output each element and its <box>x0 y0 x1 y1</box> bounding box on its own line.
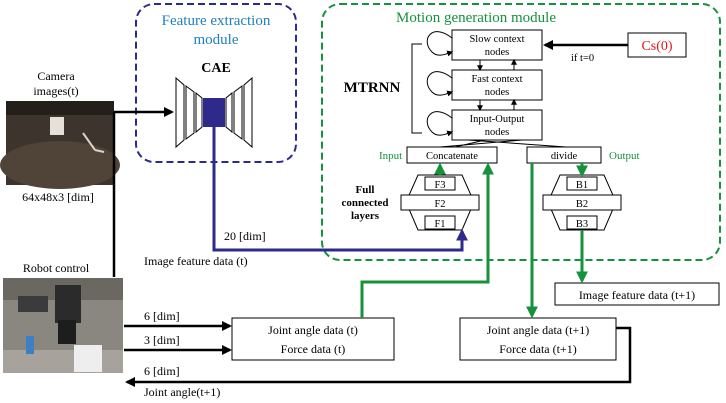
f3-layer <box>424 176 456 191</box>
cs0-box <box>627 32 687 58</box>
f1-layer <box>424 215 456 230</box>
slow-loop-arrow <box>426 31 454 57</box>
cae-network-icon <box>175 76 253 149</box>
divide-label: divide <box>551 151 578 162</box>
robot-control-label: Robot control <box>23 261 90 275</box>
output-label: Output <box>609 150 640 162</box>
fc-label-line1: Full <box>356 184 375 196</box>
concatenate-label: Concatenate <box>426 151 478 162</box>
joint-t-to-concatenate-arrow <box>360 162 494 318</box>
camera-dimension: 64x48x3 [dim] <box>22 190 94 204</box>
b3-layer <box>566 215 598 230</box>
return-dim-label: 6 [dim] <box>144 364 180 378</box>
fc-label-line2: connected <box>341 197 388 209</box>
camera-label-line2: images(t) <box>33 84 78 98</box>
feature-extraction-module-border <box>135 3 297 163</box>
fast-context-line2: nodes <box>485 87 510 98</box>
image-feature-t1-label: Image feature data (t+1) <box>579 288 695 302</box>
io-nodes-line2: nodes <box>485 127 510 138</box>
feature-module-title-line2: module <box>194 32 239 48</box>
slow-context-line1: Slow context <box>469 34 524 45</box>
b1-label: B1 <box>576 180 588 191</box>
cs0-label: Cs(0) <box>641 39 672 54</box>
input-label: Input <box>379 150 402 162</box>
concatenate-box <box>406 146 498 164</box>
image-feature-t1-box <box>554 282 720 306</box>
io-to-concatenate-line <box>467 139 567 148</box>
fast-context-line1: Fast context <box>471 74 522 85</box>
camera-label-line1: Camera <box>37 69 75 83</box>
robot-image <box>3 278 123 373</box>
joint-force-t-box <box>231 317 395 361</box>
image-dim-label: 20 [dim] <box>224 229 266 243</box>
joint-angle-t: Joint angle data (t) <box>268 323 358 337</box>
joint-t1-return-arrow <box>125 326 632 387</box>
joint-dim-label: 6 [dim] <box>144 309 180 323</box>
io-loop-arrow <box>426 111 454 137</box>
f1-label: F1 <box>434 219 445 230</box>
io-nodes-line1: Input-Output <box>470 114 525 125</box>
feature-module-title-line1: Feature extraction <box>162 13 271 29</box>
cae-to-f1-arrow <box>212 127 468 252</box>
b3-label: B3 <box>576 219 588 230</box>
force-dim-label: 3 [dim] <box>144 333 180 347</box>
force-t: Force data (t) <box>281 342 346 356</box>
motion-generation-module-border <box>321 3 721 261</box>
slow-context-line2: nodes <box>485 47 510 58</box>
return-joint-label: Joint angle(t+1) <box>144 385 220 399</box>
input-output-nodes <box>451 109 543 141</box>
joint-force-t1-box <box>459 317 617 361</box>
b2-label: B2 <box>576 199 588 210</box>
fast-loop-arrow <box>426 71 454 97</box>
mtrnn-label: MTRNN <box>344 80 401 96</box>
mtrnn-bracket <box>411 43 422 134</box>
force-t1: Force data (t+1) <box>499 342 576 356</box>
slow-context-nodes <box>451 29 543 61</box>
f2-label: F2 <box>434 199 445 210</box>
motion-module-title: Motion generation module <box>396 10 556 26</box>
f3-label: F3 <box>434 180 445 191</box>
b2-layer <box>542 194 622 211</box>
cae-label: CAE <box>201 61 231 76</box>
joint-angle-t1: Joint angle data (t+1) <box>487 323 589 337</box>
f2-layer <box>400 194 480 211</box>
camera-image <box>0 101 120 189</box>
image-feature-t-label: Image feature data (t) <box>144 254 248 268</box>
io-to-divide-line <box>439 139 523 148</box>
fast-context-nodes <box>451 69 543 101</box>
fc-label-line3: layers <box>351 210 380 222</box>
if-t0-label: if t=0 <box>571 53 594 64</box>
